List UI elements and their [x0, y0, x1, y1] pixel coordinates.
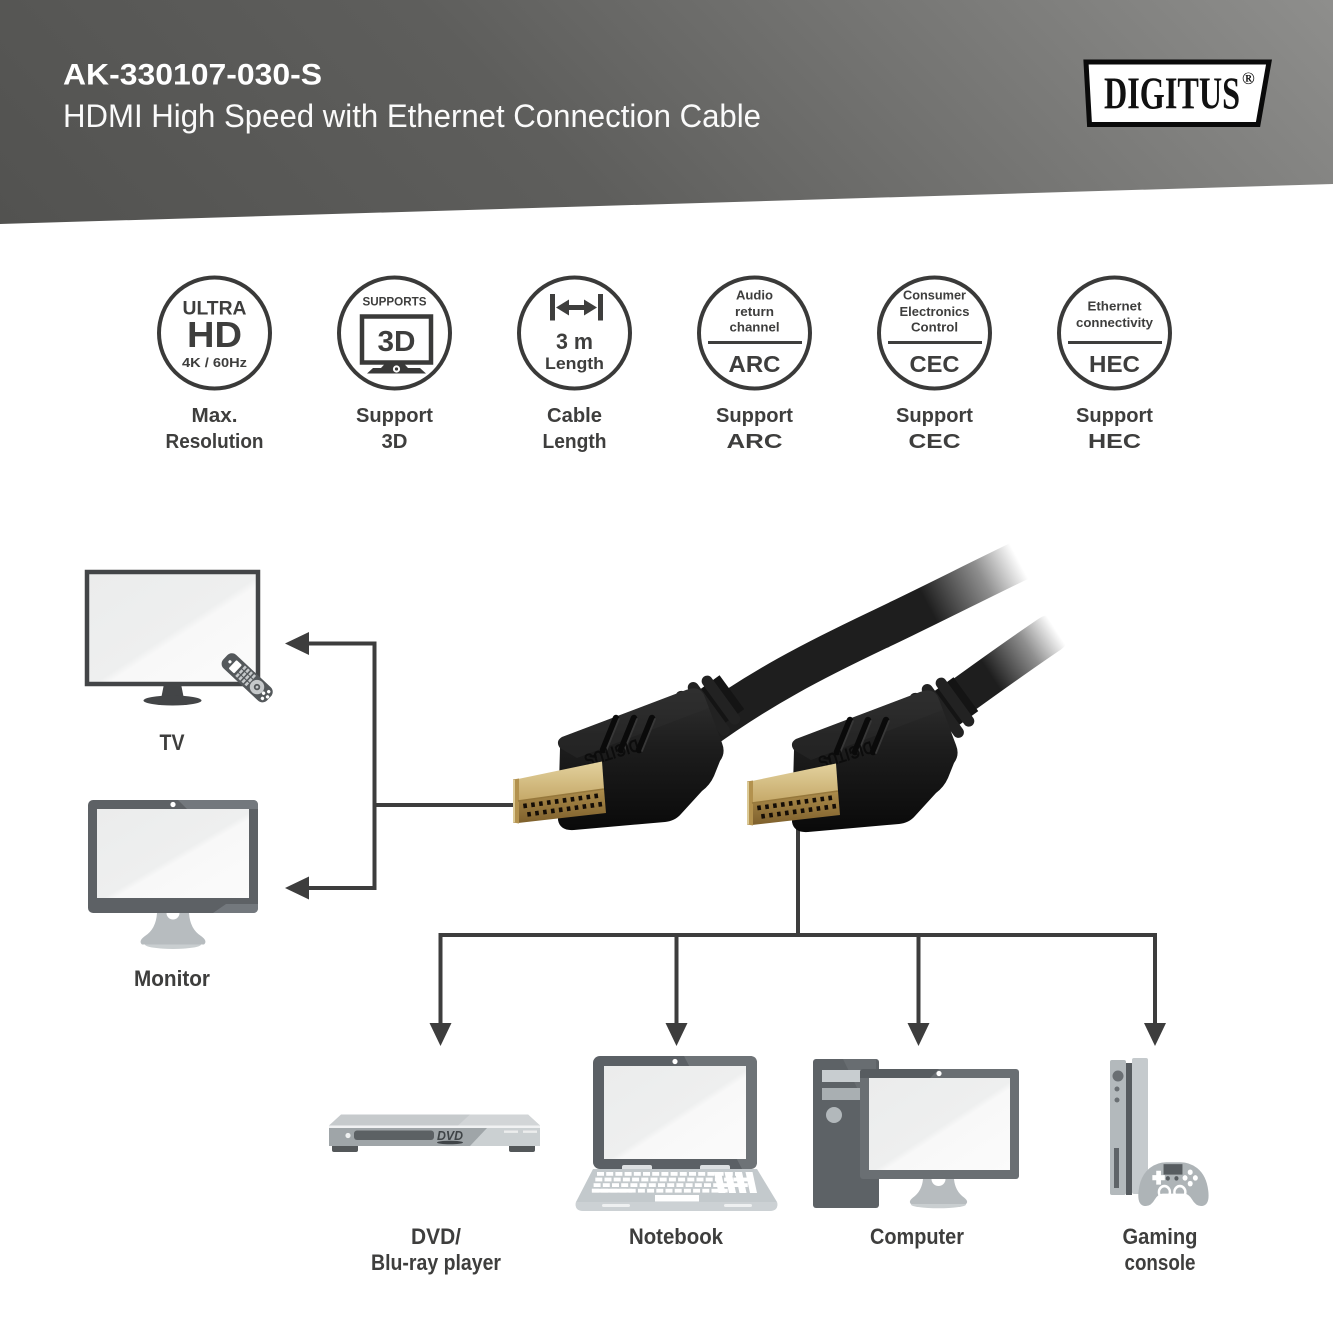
svg-text:DIGITUS: DIGITUS — [1104, 69, 1240, 119]
svg-text:Support: Support — [716, 405, 793, 427]
svg-text:Length: Length — [545, 354, 604, 373]
svg-text:Max.: Max. — [192, 405, 238, 427]
svg-text:ARC: ARC — [727, 431, 783, 453]
svg-text:HDMI High Speed with Ethernet: HDMI High Speed with Ethernet Connection… — [63, 98, 761, 134]
svg-text:Ethernet: Ethernet — [1088, 299, 1143, 314]
svg-text:Blu-ray player: Blu-ray player — [371, 1250, 501, 1275]
svg-text:Audio: Audio — [736, 288, 773, 303]
svg-text:SUPPORTS: SUPPORTS — [363, 295, 427, 309]
svg-text:HD: HD — [187, 314, 242, 355]
svg-text:®: ® — [1242, 69, 1255, 88]
svg-text:HEC: HEC — [1089, 351, 1140, 377]
svg-text:Cable: Cable — [547, 405, 602, 427]
svg-text:Gaming: Gaming — [1123, 1224, 1198, 1249]
svg-text:ULTRA: ULTRA — [183, 298, 247, 320]
svg-text:Notebook: Notebook — [629, 1224, 724, 1249]
svg-text:CEC: CEC — [909, 431, 961, 453]
svg-text:ARC: ARC — [729, 351, 781, 377]
svg-text:3D: 3D — [382, 431, 408, 453]
svg-text:DVD: DVD — [437, 1128, 464, 1143]
svg-text:Support: Support — [356, 405, 433, 427]
svg-text:console: console — [1125, 1250, 1196, 1275]
svg-text:Support: Support — [1076, 405, 1153, 427]
svg-text:AK-330107-030-S: AK-330107-030-S — [63, 59, 322, 92]
svg-text:TV: TV — [160, 730, 185, 755]
svg-text:Computer: Computer — [870, 1224, 964, 1249]
svg-text:channel: channel — [730, 320, 780, 335]
svg-text:DVD/: DVD/ — [411, 1224, 461, 1249]
svg-text:Control: Control — [911, 320, 958, 335]
svg-text:Resolution: Resolution — [166, 431, 264, 453]
svg-text:Length: Length — [543, 431, 607, 453]
svg-text:4K / 60Hz: 4K / 60Hz — [182, 355, 248, 370]
svg-text:3 m: 3 m — [556, 329, 593, 354]
svg-text:CEC: CEC — [910, 351, 960, 377]
svg-text:Monitor: Monitor — [134, 966, 210, 991]
svg-text:connectivity: connectivity — [1076, 315, 1154, 330]
svg-text:Support: Support — [896, 405, 973, 427]
svg-text:Electronics: Electronics — [900, 304, 970, 319]
svg-text:return: return — [735, 304, 774, 319]
svg-text:Consumer: Consumer — [903, 288, 966, 303]
svg-text:HEC: HEC — [1088, 431, 1141, 453]
svg-text:3D: 3D — [378, 326, 416, 358]
